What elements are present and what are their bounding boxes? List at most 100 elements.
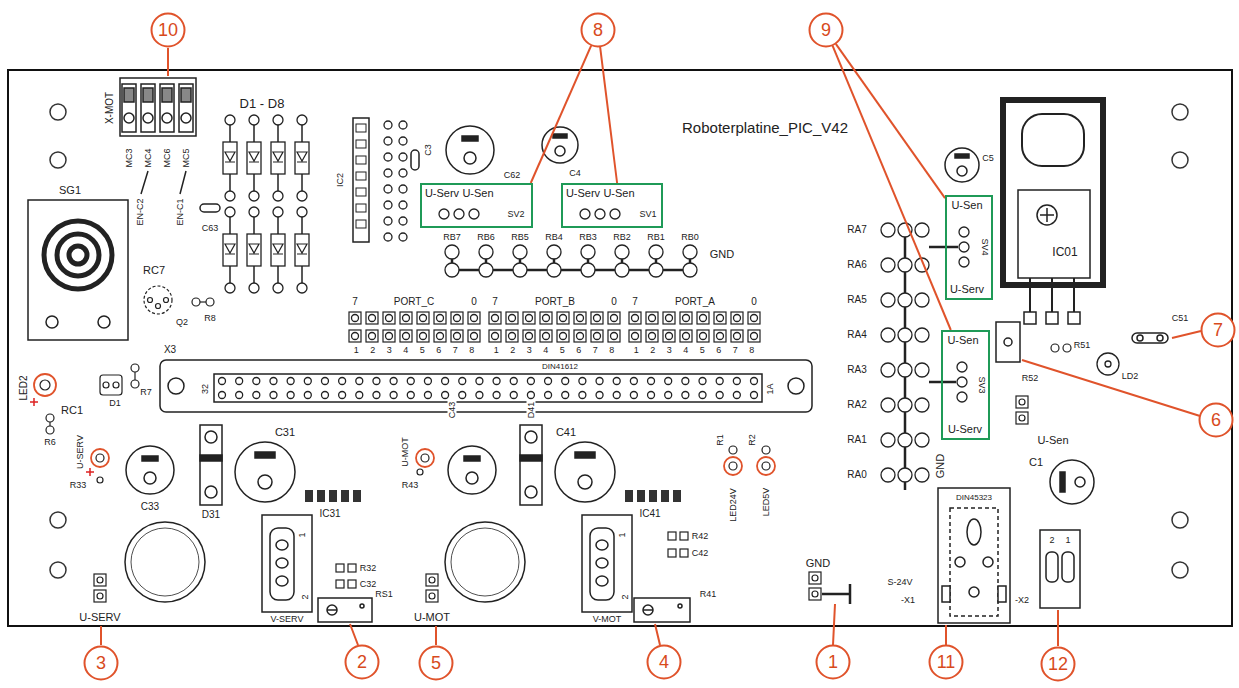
pcb-pad xyxy=(881,468,895,482)
pcb-pad xyxy=(649,333,656,340)
pcb-pad xyxy=(403,333,410,340)
diode xyxy=(225,191,235,201)
silkscreen-label: RA7 xyxy=(846,225,867,235)
silkscreen-label: X-MOT xyxy=(105,91,115,125)
capacitor xyxy=(142,456,158,461)
pcb-pad xyxy=(959,242,969,252)
potentiometer xyxy=(327,609,337,611)
small-parts xyxy=(131,364,139,372)
pcb-pad xyxy=(543,315,550,322)
din-socket xyxy=(938,488,1010,623)
pcb-pad xyxy=(581,245,595,259)
pcb-pad xyxy=(630,378,637,385)
pcb-pad xyxy=(700,333,707,340)
diode xyxy=(249,115,259,125)
pcb-pad xyxy=(270,378,277,385)
header-pin xyxy=(608,330,620,342)
header-pin xyxy=(591,312,603,324)
callout-number: 1 xyxy=(827,653,839,671)
pcb-pad xyxy=(479,263,493,277)
pad xyxy=(809,572,821,584)
transistor xyxy=(192,298,200,306)
gnd-bracket xyxy=(822,584,850,604)
silkscreen-label: C5 xyxy=(981,154,995,163)
pad xyxy=(429,593,435,599)
pcb-pad xyxy=(439,209,449,219)
pad xyxy=(97,577,103,583)
pcb-pad xyxy=(716,392,723,399)
silkscreen-label: RA6 xyxy=(846,260,867,270)
pcb-pad xyxy=(437,333,444,340)
highlight-ring xyxy=(416,449,434,467)
relay xyxy=(262,515,312,612)
buzzer xyxy=(28,200,128,340)
buzzer xyxy=(44,221,112,289)
pcb-pad xyxy=(915,398,929,412)
callout-circle: 8 xyxy=(580,12,616,48)
pcb-pad xyxy=(510,378,517,385)
pcb-pad xyxy=(577,333,584,340)
pcb-pad xyxy=(898,328,912,342)
pcb-pad xyxy=(339,378,346,385)
pcb-pad xyxy=(615,245,629,259)
capacitor xyxy=(462,136,478,141)
connector-frame: U-SenSV4U-Serv xyxy=(945,195,993,300)
silkscreen-label: RS1 xyxy=(374,590,394,599)
diode xyxy=(249,207,259,217)
pcb-pad xyxy=(492,333,499,340)
header-pin xyxy=(417,330,429,342)
diode xyxy=(249,152,259,162)
diode xyxy=(271,142,285,174)
callout-circle xyxy=(85,647,118,680)
header-pin xyxy=(574,330,586,342)
pcb-pad xyxy=(437,315,444,322)
pad xyxy=(668,532,676,540)
connector-pin-label: SV2 xyxy=(506,210,525,219)
pcb-pad xyxy=(399,169,407,177)
pcb-pad xyxy=(270,392,277,399)
silkscreen-label: R52 xyxy=(1021,374,1040,383)
small-parts xyxy=(113,382,119,388)
pcb-pad xyxy=(526,333,533,340)
silkscreen-label: C1 xyxy=(1028,457,1044,468)
diode xyxy=(273,244,283,254)
regulator-pins xyxy=(661,490,669,502)
pcb-pad xyxy=(445,263,459,277)
silkscreen-label: C62 xyxy=(503,171,522,180)
pcb-pad xyxy=(683,333,690,340)
pcb-pad xyxy=(424,392,431,399)
buzzer xyxy=(98,316,110,328)
silkscreen-label: C3 xyxy=(424,143,433,157)
silkscreen-label: RB1 xyxy=(646,233,666,242)
pcb-pad xyxy=(352,315,359,322)
header-pin xyxy=(731,330,743,342)
callout-circle: 6 xyxy=(1198,402,1234,438)
regulator-pins xyxy=(341,490,349,502)
pcb-pad xyxy=(219,392,226,399)
din-socket xyxy=(938,488,1010,623)
header-pin xyxy=(748,330,760,342)
pcb-pad xyxy=(957,377,967,387)
capacitor xyxy=(255,452,275,458)
terminal-block xyxy=(143,88,153,102)
silkscreen-label: GND xyxy=(709,249,735,260)
silkscreen-label: 1 xyxy=(298,531,307,538)
inductor xyxy=(451,528,519,596)
inductor xyxy=(131,528,199,596)
regulator-pins xyxy=(305,490,681,502)
pcb-pad xyxy=(386,315,393,322)
pcb-pad xyxy=(493,378,500,385)
pcb-pad xyxy=(445,245,459,259)
pcb-pad xyxy=(384,153,392,161)
silkscreen-label: RA0 xyxy=(846,470,867,480)
pcb-pad xyxy=(545,392,552,399)
diode xyxy=(273,207,283,217)
mounting-hole xyxy=(50,104,66,120)
silkscreen-label: RA2 xyxy=(846,400,867,410)
pcb-pad xyxy=(399,137,407,145)
diode xyxy=(247,234,261,266)
pad xyxy=(336,564,344,572)
silkscreen-label: 1 2 3 4 5 6 7 8 xyxy=(633,346,756,355)
callout-circle xyxy=(1042,648,1075,681)
din-socket xyxy=(955,557,965,567)
